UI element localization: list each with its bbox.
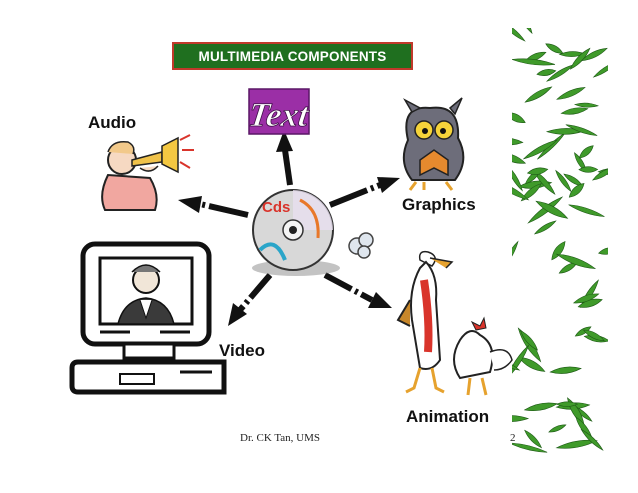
- text-wordart-label: Text: [246, 97, 312, 134]
- page-number: 2: [510, 432, 516, 444]
- bamboo-leaf: [578, 145, 594, 159]
- bamboo-leaf: [512, 58, 556, 66]
- bamboo-leaf: [535, 200, 569, 219]
- bamboo-leaf: [512, 180, 530, 201]
- bamboo-leaf: [512, 442, 548, 453]
- bamboo-leaf: [556, 87, 586, 100]
- arrow-to-text: [276, 130, 293, 186]
- bamboo-leaf: [533, 220, 557, 235]
- cd-label-text: Cds: [262, 199, 290, 216]
- bamboo-leaf: [520, 183, 542, 202]
- video-label: Video: [219, 341, 265, 360]
- text-wordart-icon: Text: [246, 88, 312, 135]
- bamboo-leaf: [592, 60, 608, 78]
- bamboo-leaf: [572, 293, 600, 304]
- bamboo-leaf: [555, 439, 598, 449]
- bamboo-leaf: [568, 183, 585, 198]
- bamboo-leaf: [568, 204, 605, 217]
- arrow-to-animation: [323, 272, 392, 308]
- animation-label: Animation: [406, 407, 490, 426]
- slide-title: MULTIMEDIA COMPONENTS: [172, 42, 413, 70]
- bamboo-leaf: [580, 428, 604, 451]
- bamboo-leaf: [578, 166, 599, 173]
- bamboo-leaf: [582, 329, 605, 342]
- bamboo-leaf: [560, 107, 589, 115]
- bamboo-leaf: [512, 415, 530, 422]
- bamboo-leaf: [580, 47, 608, 62]
- bamboo-leaf: [512, 112, 526, 123]
- bamboo-leaf: [512, 28, 526, 42]
- bamboo-leaf: [591, 167, 608, 181]
- bamboo-leaf: [551, 241, 566, 261]
- bamboo-leaf: [569, 47, 591, 70]
- bamboo-leaf: [512, 163, 523, 192]
- bamboo-leaf: [555, 401, 579, 407]
- bamboo-leaf: [522, 139, 559, 160]
- bamboo-leaf: [519, 330, 539, 351]
- bamboo-leaf: [524, 86, 553, 103]
- audio-label: Audio: [88, 113, 137, 132]
- bamboo-leaf: [512, 357, 521, 371]
- bamboo-leaf: [545, 43, 564, 54]
- cd-disc-icon: Cds: [252, 189, 340, 276]
- bamboo-leaf: [512, 240, 519, 269]
- bamboo-leaf: [518, 356, 546, 372]
- bamboo-leaf: [598, 247, 608, 255]
- computer-monitor-icon: [69, 241, 227, 395]
- bamboo-leaf: [565, 124, 598, 136]
- bamboo-leaf: [555, 253, 597, 270]
- bamboo-leaf: [548, 424, 567, 433]
- bamboo-leaf: [512, 137, 524, 146]
- arrow-to-graphics: [328, 177, 400, 208]
- bamboo-leaf: [512, 152, 527, 164]
- arrow-to-video: [228, 273, 273, 326]
- puff-icon: [348, 232, 374, 259]
- bamboo-leaf: [524, 429, 543, 449]
- owl-reading-icon: [402, 97, 465, 191]
- bamboo-leaf: [549, 366, 582, 374]
- bamboo-leaf: [574, 326, 592, 337]
- bamboo-decoration: [512, 28, 608, 466]
- bamboo-leaf: [555, 169, 572, 193]
- bamboo-leaf: [573, 102, 599, 108]
- bamboo-leaf: [526, 167, 549, 175]
- bamboo-leaf: [536, 69, 557, 77]
- bamboo-leaf: [512, 345, 529, 379]
- trumpet-player-icon: [101, 134, 194, 211]
- bamboo-leaf: [527, 196, 564, 224]
- bamboo-leaf: [545, 64, 575, 82]
- footer-author: Dr. CK Tan, UMS: [240, 432, 321, 444]
- stork-rooster-icon: [396, 250, 513, 396]
- graphics-label: Graphics: [402, 195, 476, 214]
- arrow-to-audio: [178, 196, 249, 218]
